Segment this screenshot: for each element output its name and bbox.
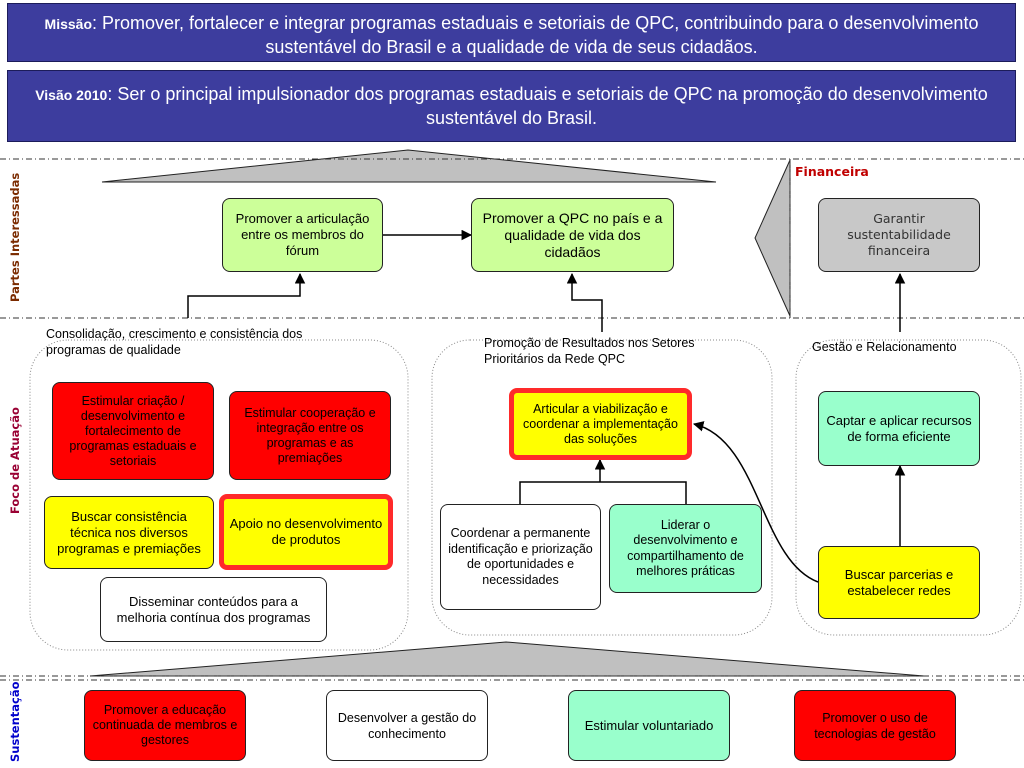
box-gestao-conhecimento: Desenvolver a gestão do conhecimento bbox=[326, 690, 488, 761]
box-apoio-produtos: Apoio no desenvolvimento de produtos bbox=[219, 494, 393, 570]
box-buscar-consistencia: Buscar consistência técnica nos diversos… bbox=[44, 496, 214, 569]
box-garantir-sustentabilidade: Garantir sustentabilidade financeira bbox=[818, 198, 980, 272]
mission-lead: Missão bbox=[44, 16, 92, 32]
group-label-consolidacao: Consolidação, crescimento e consistência… bbox=[46, 327, 303, 357]
group-gestao-outline bbox=[795, 339, 1022, 636]
box-buscar-parcerias: Buscar parcerias e estabelecer redes bbox=[818, 546, 980, 619]
box-coordenar-identificacao: Coordenar a permanente identificação e p… bbox=[440, 504, 601, 610]
triangle-financeira bbox=[754, 159, 791, 317]
arrow-consolidacao-to-articulacao bbox=[187, 272, 306, 318]
vision-banner: Visão 2010: Ser o principal impulsionado… bbox=[7, 70, 1016, 142]
label-financeira: Financeira bbox=[795, 164, 869, 179]
label-foco-atuacao: Foco de Atuação bbox=[8, 407, 22, 514]
group-label-promocao: Promoção de Resultados nos Setores Prior… bbox=[484, 336, 695, 366]
box-promover-qpc: Promover a QPC no país e a qualidade de … bbox=[471, 198, 674, 272]
group-consolidacao-outline bbox=[29, 339, 409, 651]
box-estimular-criacao: Estimular criação / desenvolvimento e fo… bbox=[52, 382, 214, 480]
box-tecnologias-gestao: Promover o uso de tecnologias de gestão bbox=[794, 690, 956, 761]
group-label-gestao: Gestão e Relacionamento bbox=[812, 340, 957, 354]
box-estimular-voluntariado: Estimular voluntariado bbox=[568, 690, 730, 761]
triangle-top bbox=[101, 149, 717, 183]
group-promocao-outline bbox=[431, 339, 773, 636]
arrow-parcerias-to-articular bbox=[692, 421, 819, 583]
box-liderar-praticas: Liderar o desenvolvimento e compartilham… bbox=[609, 504, 762, 593]
label-partes-interessadas: Partes Interessadas bbox=[8, 172, 22, 302]
arrow-coordenar-to-articular bbox=[519, 460, 687, 504]
box-estimular-cooperacao: Estimular cooperação e integração entre … bbox=[229, 391, 391, 480]
vision-text: : Ser o principal impulsionador dos prog… bbox=[107, 84, 988, 128]
box-articular-viabilizacao: Articular a viabilização e coordenar a i… bbox=[509, 388, 692, 460]
box-promover-articulacao: Promover a articulação entre os membros … bbox=[222, 198, 383, 272]
box-disseminar-conteudos: Disseminar conteúdos para a melhoria con… bbox=[100, 577, 327, 642]
vision-lead: Visão 2010 bbox=[35, 87, 108, 103]
triangle-bottom bbox=[89, 641, 925, 677]
mission-banner: Missão: Promover, fortalecer e integrar … bbox=[7, 3, 1016, 62]
box-captar-recursos: Captar e aplicar recursos de forma efici… bbox=[818, 391, 980, 466]
mission-text: : Promover, fortalecer e integrar progra… bbox=[92, 13, 979, 57]
box-promover-educacao: Promover a educação continuada de membro… bbox=[84, 690, 246, 761]
arrow-promocao-to-qpc bbox=[566, 272, 603, 332]
label-sustentacao: Sustentação bbox=[8, 681, 22, 762]
